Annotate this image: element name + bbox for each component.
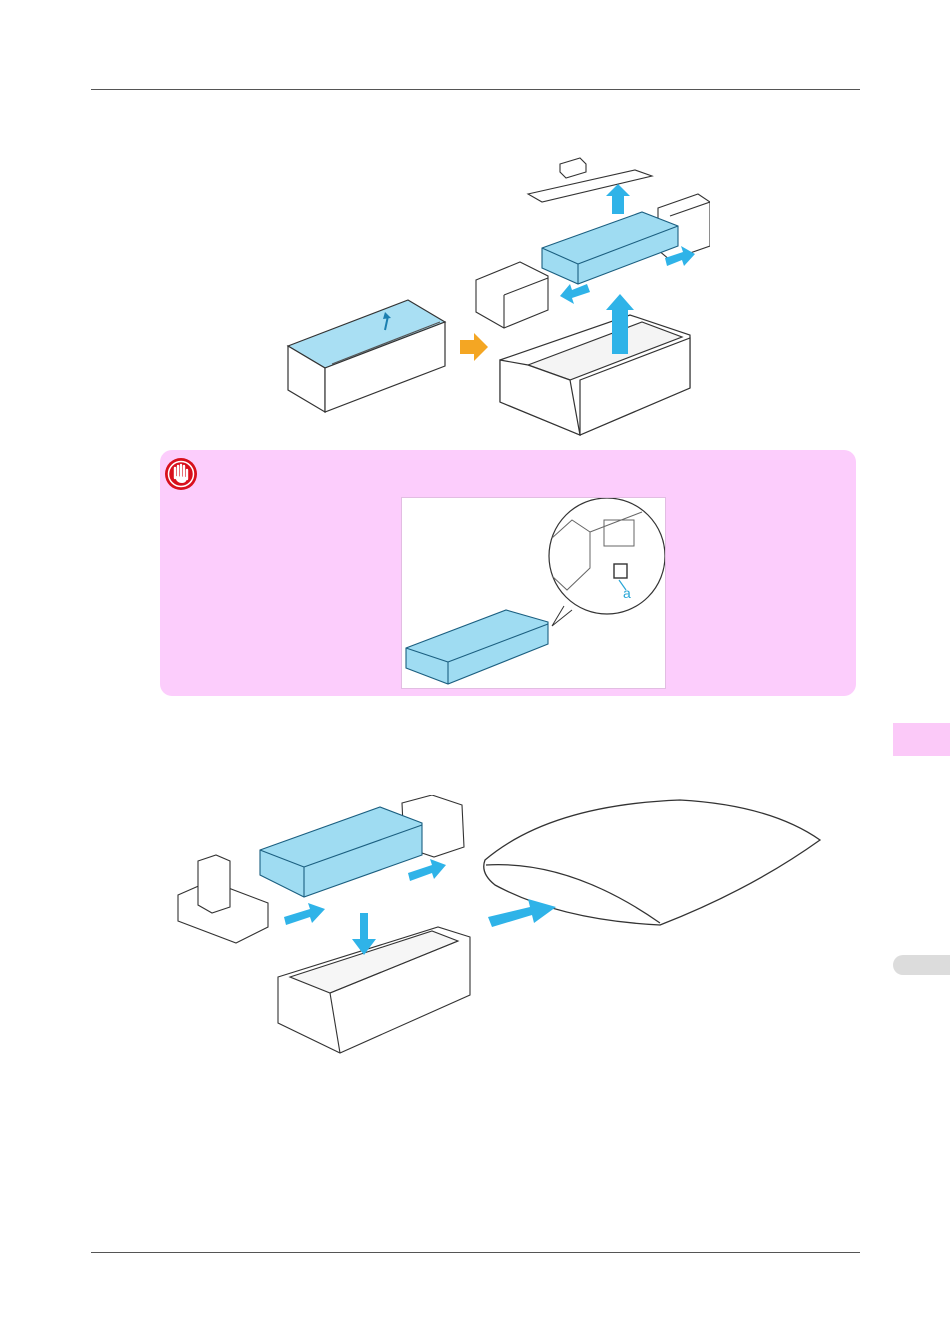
pink-index-tab[interactable] (893, 723, 950, 756)
foam-block-left (476, 262, 548, 328)
hand-stop-icon (164, 457, 198, 491)
open-box (500, 315, 690, 435)
foam-block-left (178, 855, 268, 943)
orange-arrow-icon (460, 333, 488, 361)
cartridge (260, 807, 422, 897)
gray-index-tab[interactable] (893, 955, 950, 975)
header-rule (91, 89, 860, 90)
tape-strip (528, 170, 652, 202)
footer-rule (91, 1252, 860, 1253)
repacking-illustration (170, 795, 830, 1065)
inset-cartridge (406, 610, 548, 684)
important-note-box: a (160, 450, 856, 696)
closed-box (288, 300, 445, 412)
callout-label-a: a (623, 585, 631, 601)
cartridge (542, 212, 678, 284)
small-block (560, 158, 586, 178)
unpacking-illustration (280, 150, 710, 440)
cartridge-detail-inset: a (401, 497, 666, 689)
cardboard-tray (278, 927, 470, 1053)
